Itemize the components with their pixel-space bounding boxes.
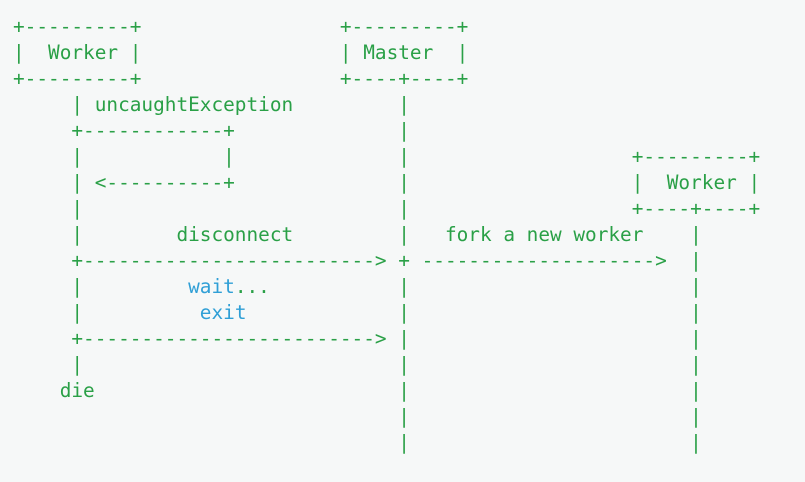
diagram-line: | exit | |: [13, 300, 805, 326]
diagram-text: | | +----+----+: [13, 197, 761, 220]
diagram-text: | |: [13, 405, 702, 428]
wait-label: wait: [188, 275, 235, 298]
diagram-text: |: [13, 275, 189, 298]
die-label: die | |: [13, 379, 702, 402]
diagram-text: |: [13, 301, 200, 324]
diagram-line: | | +----+----+: [13, 196, 805, 222]
exit-label: exit: [199, 301, 247, 324]
actor-labels-worker-master: | Worker | | Master |: [13, 41, 469, 64]
diagram-text: | | | +---------+: [13, 145, 761, 168]
diagram-line: | wait... | |: [13, 274, 805, 300]
diagram-line: die | |: [13, 378, 805, 404]
diagram-line: | Worker | | Master |: [13, 40, 805, 66]
diagram-text: | | |: [13, 353, 702, 376]
ascii-sequence-diagram: +---------+ +---------+ | Worker | | Mast…: [13, 14, 805, 456]
diagram-line: | uncaughtException |: [13, 92, 805, 118]
diagram-line: +------------+ |: [13, 118, 805, 144]
exit-arrow: +-------------------------> | |: [13, 327, 702, 350]
diagram-line: +---------+ +---------+: [13, 14, 805, 40]
diagram-line: | | |: [13, 352, 805, 378]
diagram-line: | |: [13, 430, 805, 456]
diagram-text: | |: [13, 431, 702, 454]
diagram-text: +---------+ +----+----+: [13, 67, 469, 90]
diagram-line: +-------------------------> | |: [13, 326, 805, 352]
diagram-text: +------------+ |: [13, 119, 410, 142]
diagram-line: +---------+ +----+----+: [13, 66, 805, 92]
diagram-line: | <----------+ | | Worker |: [13, 170, 805, 196]
disconnect-fork-labels: | disconnect | fork a new worker |: [13, 223, 702, 246]
uncaught-exception-label: | uncaughtException |: [13, 93, 410, 116]
diagram-line: +-------------------------> + ----------…: [13, 248, 805, 274]
new-worker-label: | <----------+ | | Worker |: [13, 171, 761, 194]
diagram-line: | | | +---------+: [13, 144, 805, 170]
diagram-text: | |: [246, 301, 702, 324]
disconnect-fork-arrows: +-------------------------> + ----------…: [13, 249, 702, 272]
diagram-line: | disconnect | fork a new worker |: [13, 222, 805, 248]
diagram-text: ... | |: [234, 275, 702, 298]
diagram-line: | |: [13, 404, 805, 430]
diagram-text: +---------+ +---------+: [13, 15, 469, 38]
